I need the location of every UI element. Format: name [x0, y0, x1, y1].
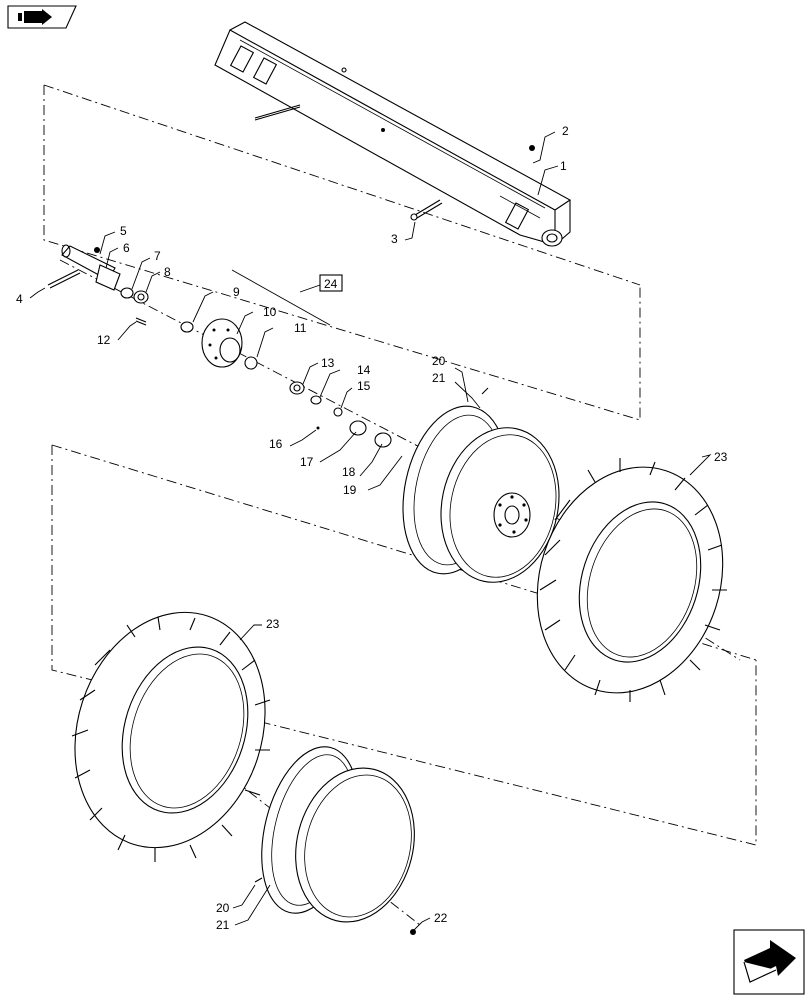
callout-23-upper: 23 [714, 450, 728, 464]
callout-20-upper: 20 [432, 354, 446, 368]
callout-23-lower: 23 [266, 617, 280, 631]
nut-15 [333, 407, 343, 417]
callout-14: 14 [357, 363, 371, 377]
callout-6: 6 [123, 241, 130, 255]
nut-5 [94, 247, 100, 253]
callout-7: 7 [154, 249, 161, 263]
bearing-13 [289, 381, 305, 395]
callout-12: 12 [97, 333, 111, 347]
stud-12 [135, 317, 147, 326]
tire-lower [71, 611, 271, 862]
callout-11: 11 [294, 321, 307, 335]
callout-15: 15 [357, 379, 371, 393]
lower-dashed-boundary [51, 444, 757, 846]
nut-2 [529, 145, 535, 151]
rim-lower [254, 746, 416, 935]
callout-4: 4 [16, 292, 23, 306]
callout-22: 22 [434, 911, 448, 925]
bearing-11 [244, 356, 258, 370]
callout-17: 17 [300, 455, 314, 469]
leader-lines [29, 131, 712, 931]
callout-10: 10 [263, 305, 277, 319]
callout-20-lower: 20 [216, 901, 230, 915]
bolt-4 [47, 269, 81, 289]
callout-labels: 1 2 3 4 5 6 7 8 9 10 11 12 13 14 15 16 1… [16, 124, 728, 932]
rim-upper [402, 387, 560, 583]
seal-7 [120, 287, 134, 299]
axle-beam [214, 21, 572, 247]
callout-21-lower: 21 [216, 918, 230, 932]
washer-14 [310, 395, 322, 405]
callout-21-upper: 21 [432, 371, 446, 385]
callout-2: 2 [562, 124, 569, 138]
cap-18 [374, 432, 392, 448]
callout-24: 24 [324, 277, 338, 291]
kit-bracket [231, 269, 331, 326]
seal-17 [349, 420, 367, 436]
callout-19: 19 [343, 483, 357, 497]
hub-10 [201, 318, 243, 368]
seal-9 [180, 321, 194, 333]
spindle [61, 244, 121, 291]
callout-5: 5 [120, 224, 127, 238]
callout-8: 8 [164, 265, 171, 279]
bearing-8 [133, 290, 149, 304]
callout-18: 18 [342, 465, 356, 479]
kit-box [319, 274, 343, 292]
bolt-3 [410, 199, 443, 221]
return-arrow-icon[interactable] [733, 929, 805, 995]
tire-upper [536, 458, 727, 702]
upper-dashed-boundary [43, 84, 641, 421]
book-arrow-icon[interactable] [7, 5, 77, 29]
callout-16: 16 [269, 437, 283, 451]
pin-16 [316, 426, 320, 430]
callout-13: 13 [321, 356, 335, 370]
callout-9: 9 [233, 285, 240, 299]
callout-1: 1 [560, 159, 567, 173]
callout-3: 3 [391, 232, 398, 246]
